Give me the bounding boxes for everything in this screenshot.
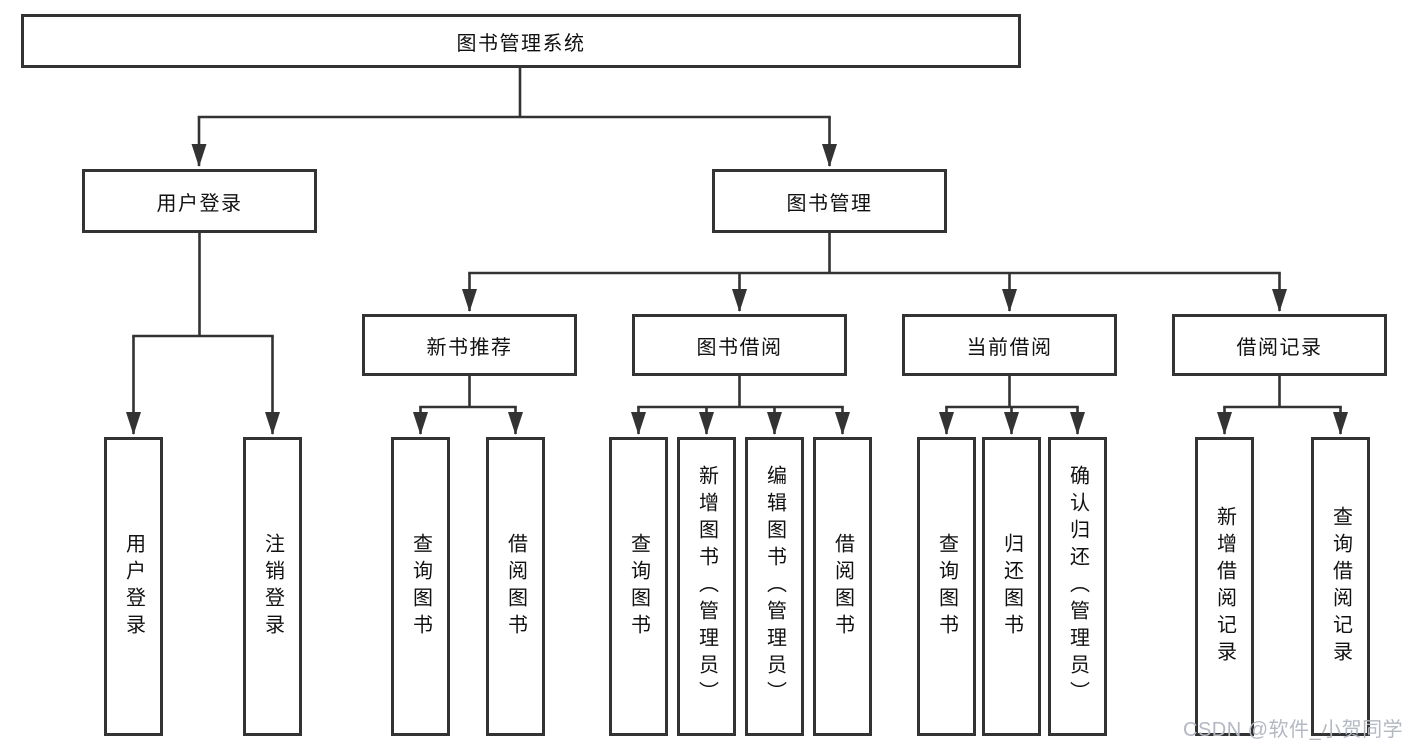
node-leaf-query-books-current: 查询图书 [917, 437, 976, 736]
node-leaf-edit-books-admin: 编辑图书（管理员） [745, 437, 804, 736]
node-leaf-confirm-return-admin: 确认归还（管理员） [1048, 437, 1107, 736]
node-label: 新增图书（管理员） [695, 465, 718, 708]
node-leaf-query-borrow-record: 查询借阅记录 [1311, 437, 1370, 736]
node-label: 用户登录 [122, 532, 145, 641]
node-user-login: 用户登录 [82, 169, 317, 233]
node-label: 新书推荐 [426, 336, 513, 359]
node-label: 查询图书 [627, 532, 650, 641]
node-leaf-return-books: 归还图书 [982, 437, 1041, 736]
node-leaf-borrow-books-recommend: 借阅图书 [486, 437, 545, 736]
node-label: 查询图书 [409, 532, 432, 641]
node-label: 图书管理 [786, 192, 873, 215]
node-label: 借阅记录 [1236, 336, 1323, 359]
node-book-management: 图书管理 [712, 169, 947, 233]
node-label: 注销登录 [261, 532, 284, 641]
node-borrowing-records: 借阅记录 [1172, 314, 1387, 376]
node-leaf-borrow-books: 借阅图书 [813, 437, 872, 736]
node-book-management-system: 图书管理系统 [21, 14, 1021, 68]
node-current-borrowing: 当前借阅 [902, 314, 1117, 376]
node-leaf-query-books-recommend: 查询图书 [391, 437, 450, 736]
node-label: 确认归还（管理员） [1066, 465, 1089, 708]
node-label: 图书借阅 [696, 336, 783, 359]
node-leaf-query-books-borrow: 查询图书 [609, 437, 668, 736]
node-new-book-recommendation: 新书推荐 [362, 314, 577, 376]
node-label: 当前借阅 [966, 336, 1053, 359]
node-label: 新增借阅记录 [1213, 505, 1236, 668]
node-label: 编辑图书（管理员） [763, 465, 786, 708]
node-label: 查询图书 [935, 532, 958, 641]
node-label: 归还图书 [1000, 532, 1023, 641]
node-book-borrowing: 图书借阅 [632, 314, 847, 376]
node-leaf-add-borrow-record: 新增借阅记录 [1195, 437, 1254, 736]
node-label: 用户登录 [156, 192, 243, 215]
node-leaf-user-login: 用户登录 [104, 437, 163, 736]
node-leaf-logout: 注销登录 [243, 437, 302, 736]
node-label: 图书管理系统 [456, 32, 586, 55]
node-label: 借阅图书 [831, 532, 854, 641]
node-label: 查询借阅记录 [1329, 505, 1352, 668]
node-label: 借阅图书 [504, 532, 527, 641]
watermark: CSDN @软件_小贺同学 [1183, 719, 1404, 741]
node-leaf-add-books-admin: 新增图书（管理员） [677, 437, 736, 736]
